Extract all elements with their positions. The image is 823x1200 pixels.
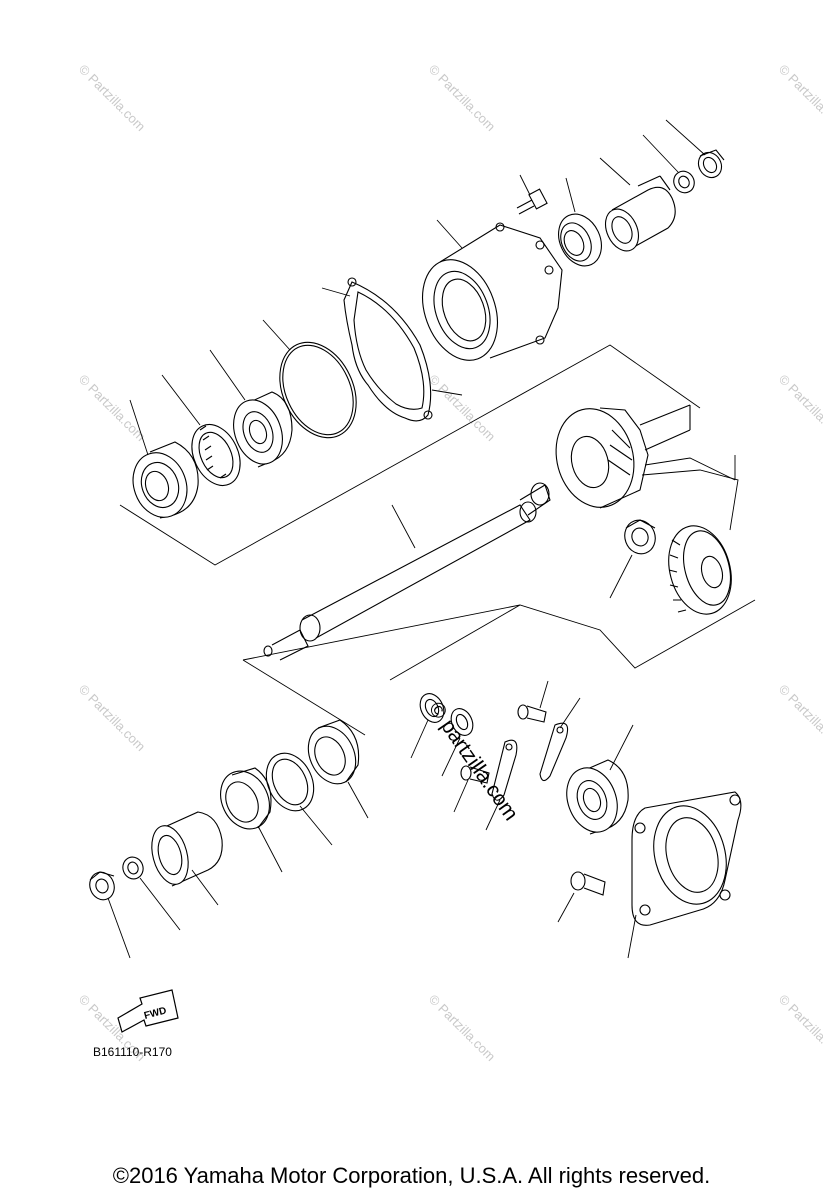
watermark: © Partzilla.com — [426, 62, 499, 135]
watermark: © Partzilla.com — [426, 992, 499, 1065]
part-1-gear-case — [631, 791, 742, 926]
part-22-coupling — [151, 811, 223, 887]
part-4-bolt — [460, 765, 490, 784]
watermark: © Partzilla.com — [76, 62, 149, 135]
watermark: © Partzilla.com — [776, 372, 823, 445]
part-4-bolt — [517, 704, 547, 723]
watermark: © Partzilla.com — [426, 372, 499, 445]
part-24-nut — [89, 871, 115, 901]
leader-lines — [107, 119, 739, 959]
part-3-plate — [539, 722, 569, 782]
part-10-bearing — [233, 391, 293, 468]
part-15-washer — [673, 170, 695, 194]
partzilla-stamp: © partzilla.com — [424, 698, 523, 825]
part-26-oil-seal — [220, 767, 272, 830]
part-5-circlip — [419, 693, 445, 723]
watermark: © Partzilla.com — [76, 372, 149, 445]
part-9-housing — [422, 222, 563, 361]
assembly-outline-upper — [119, 344, 756, 736]
drawing-code: B161110-R170 — [93, 1045, 172, 1059]
part-5-circlip — [450, 708, 474, 736]
copyright-text: ©2016 Yamaha Motor Corporation, U.S.A. A… — [112, 1163, 711, 1188]
fwd-arrow-icon: FWD — [117, 989, 179, 1033]
part-8-gear-set — [555, 404, 691, 509]
watermark-layer: © Partzilla.com © Partzilla.com © Partzi… — [76, 62, 823, 1065]
part-20-drive-shaft — [263, 482, 551, 661]
part-8-ring-gear — [668, 525, 732, 615]
part-16-nut — [697, 149, 725, 179]
part-3-plate — [491, 739, 518, 801]
part-14-coupling — [604, 175, 676, 252]
part-2-bearing — [566, 759, 629, 835]
part-19-gasket — [343, 277, 433, 422]
watermark: © Partzilla.com — [776, 992, 823, 1065]
part-21-bearing — [307, 719, 360, 785]
watermark: © Partzilla.com — [776, 682, 823, 755]
part-6-nut — [624, 519, 656, 555]
part-12-bearing — [132, 441, 199, 519]
part-18-bolt — [516, 188, 548, 215]
watermark: © Partzilla.com — [776, 62, 823, 135]
part-13-oil-seal — [558, 213, 602, 267]
watermark: © Partzilla.com — [76, 682, 149, 755]
part-7-bolt — [570, 871, 606, 896]
part-23-washer — [122, 856, 144, 880]
